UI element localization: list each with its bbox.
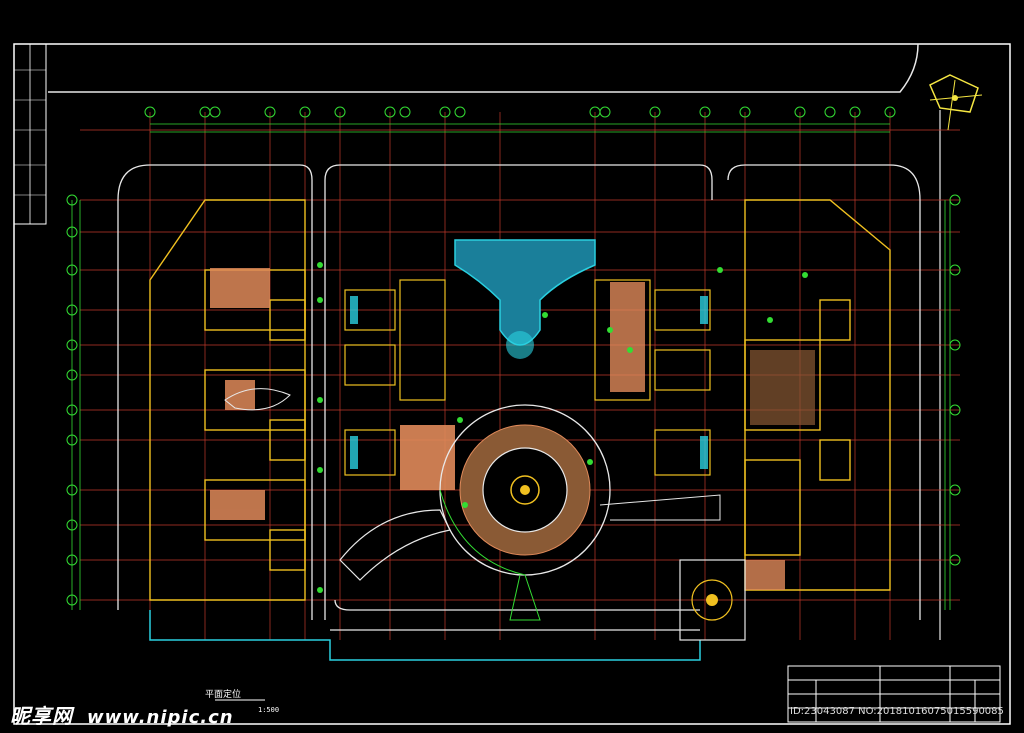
north-arrow-icon [929, 74, 983, 131]
southwest-curved-path [339, 509, 451, 581]
service-pipeline [149, 610, 701, 661]
road-edge-top [48, 43, 919, 93]
left-building-paving [210, 268, 270, 520]
central-west-building [344, 279, 446, 476]
side-title-ticks [14, 69, 46, 196]
axis-bubbles-sides [66, 194, 961, 606]
internal-roads [117, 164, 921, 631]
watermark-brand: 昵享网 [10, 704, 73, 728]
right-courtyard-paving [750, 350, 815, 425]
image-id-text: ID:23043087 NO:20181016075015590085 [790, 706, 1004, 717]
courtyard-light-wells [350, 296, 708, 469]
left-garden-path [224, 388, 291, 411]
plaza-entry-walk [439, 489, 541, 621]
axis-bubbles-top [144, 106, 896, 118]
watermark-url: www.nipic.cn [86, 707, 234, 728]
right-building [744, 199, 891, 591]
right-entry-paving [745, 560, 785, 590]
water-feature [454, 239, 596, 346]
fountain [506, 331, 534, 359]
watermark: 昵享网 www.nipic.cn [10, 700, 234, 729]
gatehouse [679, 559, 746, 641]
sheet-frame [13, 43, 1011, 725]
planting [317, 262, 808, 593]
title-block [787, 665, 1001, 723]
central-plaza [439, 404, 611, 576]
plan-title: 平面定位 [205, 688, 241, 700]
scale-note: 1:500 [258, 706, 279, 714]
red-axis-grid [80, 112, 960, 640]
central-east-building [594, 279, 711, 476]
southeast-walk [599, 494, 721, 521]
